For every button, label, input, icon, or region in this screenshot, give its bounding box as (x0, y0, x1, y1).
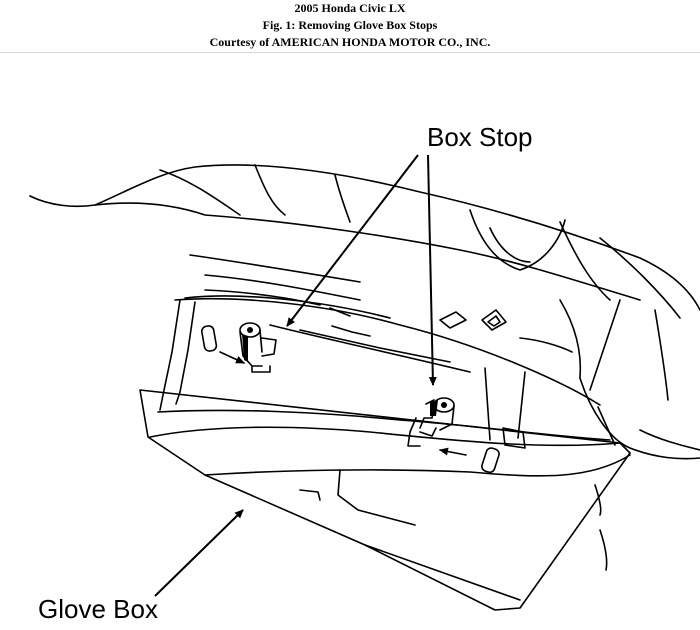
dashboard-outline (29, 164, 700, 460)
push-arrow-left (219, 351, 245, 364)
box-stop-leader-right (427, 154, 437, 386)
glove-box-door (139, 389, 631, 611)
dash-vents (439, 309, 573, 353)
box-stop-leader-left (286, 154, 419, 327)
box-stop-label: Box Stop (427, 122, 533, 152)
vehicle-title: 2005 Honda Civic LX (294, 1, 406, 15)
figure-caption: Fig. 1: Removing Glove Box Stops (262, 18, 438, 32)
box-stop-shading (242, 327, 447, 416)
glove-box-opening (159, 295, 616, 446)
figure-header: 2005 Honda Civic LX Fig. 1: Removing Glo… (0, 0, 700, 51)
glove-box-diagram: Box Stop Glove Box (29, 122, 700, 624)
courtesy-line: Courtesy of AMERICAN HONDA MOTOR CO., IN… (209, 35, 491, 49)
glove-box-label: Glove Box (38, 594, 158, 624)
glove-box-leader (154, 509, 244, 597)
left-box-stop-part (239, 322, 277, 373)
header-divider (0, 52, 700, 53)
push-arrow-right (439, 447, 467, 456)
door-side-slots (200, 325, 526, 474)
